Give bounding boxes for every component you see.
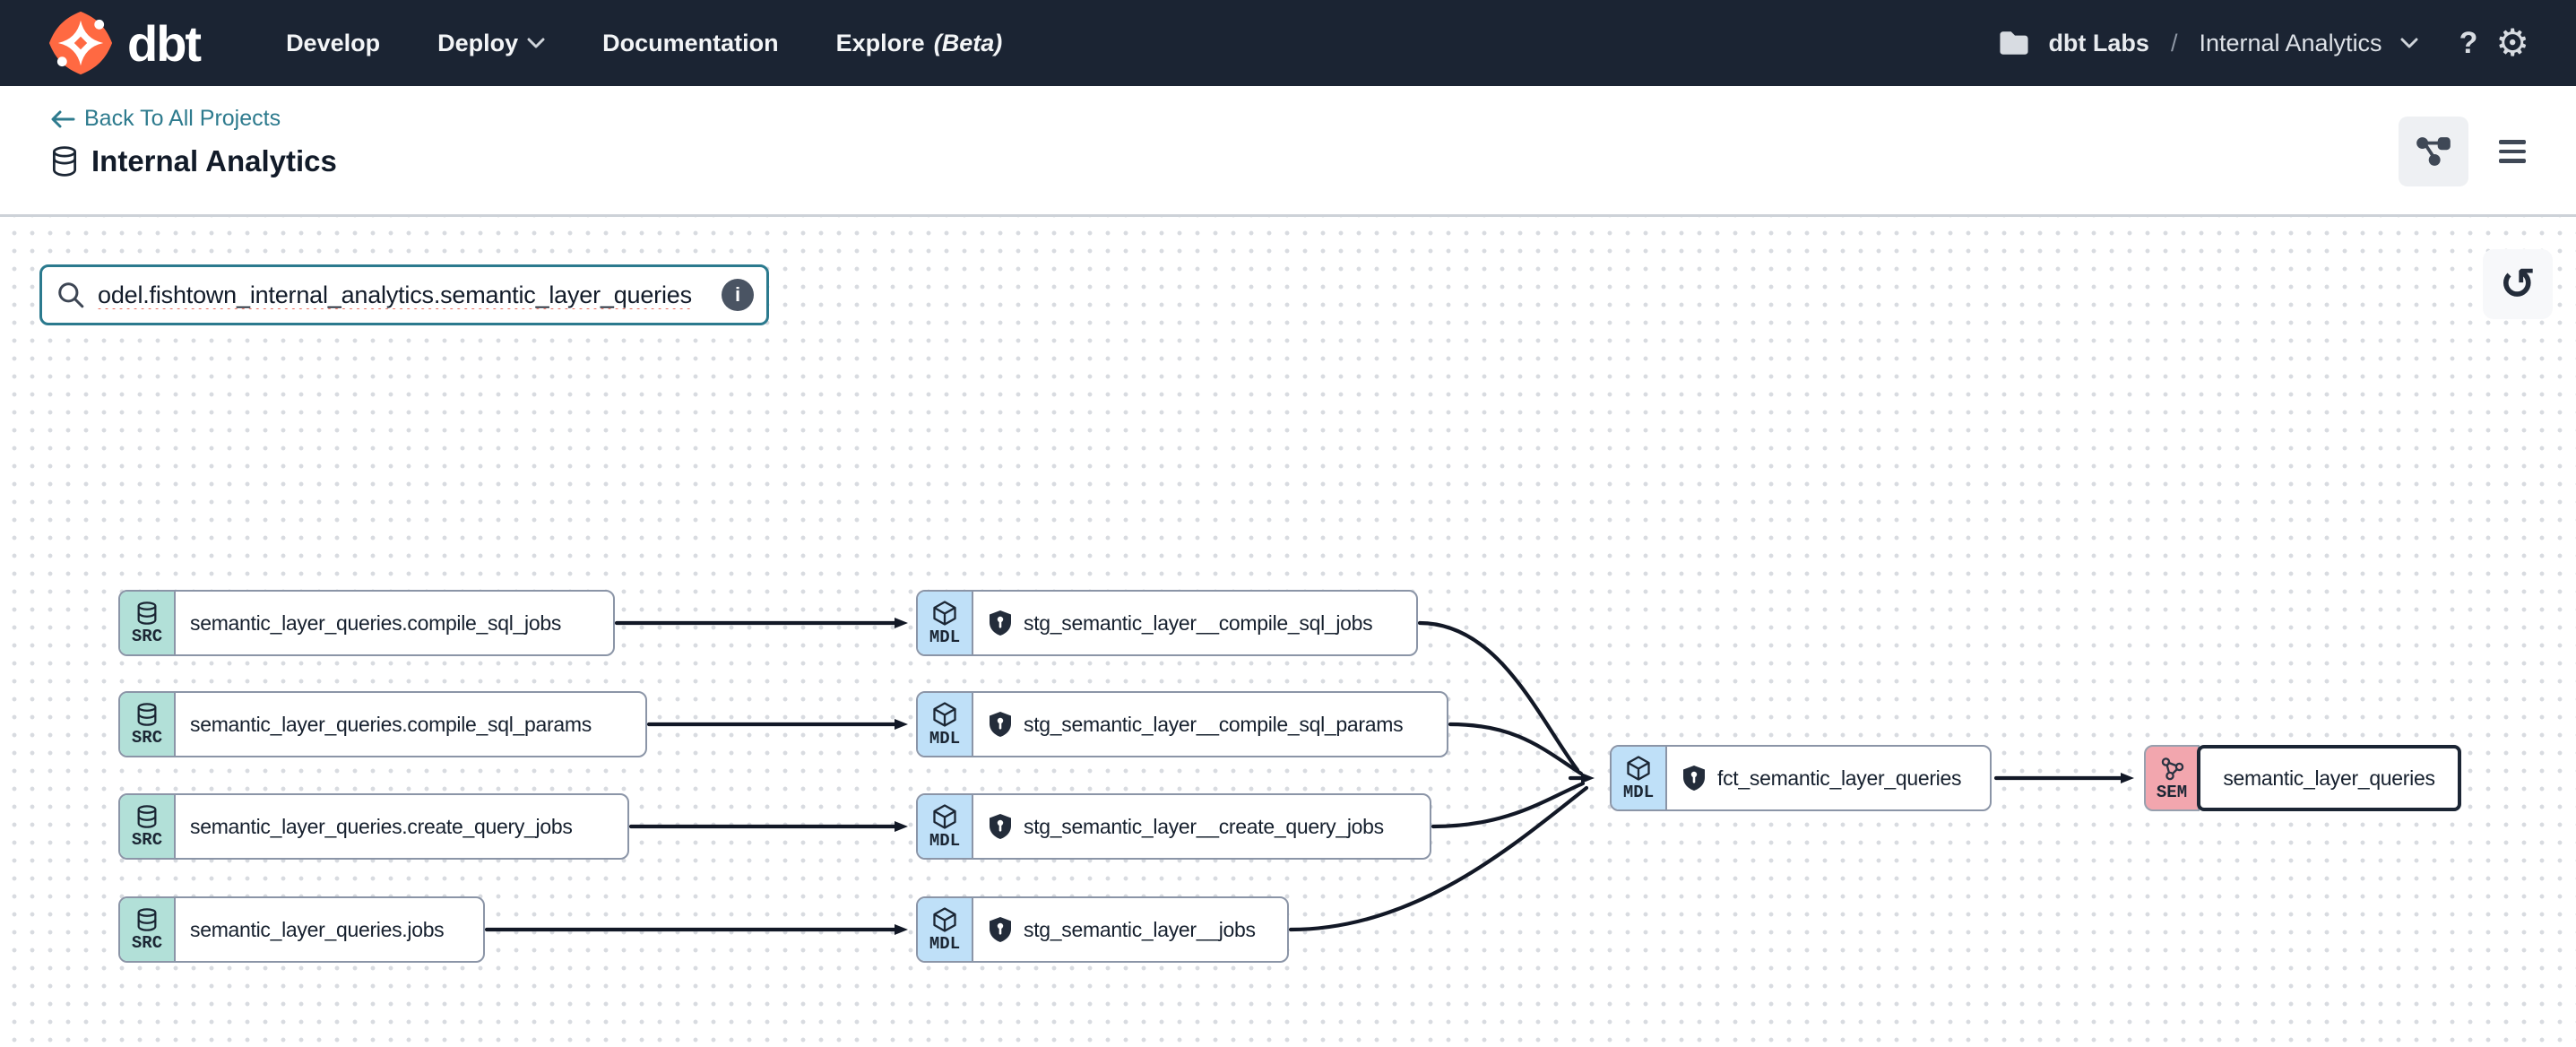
nav-item-documentation[interactable]: Documentation xyxy=(602,29,779,56)
search-icon xyxy=(58,282,84,308)
project-selector[interactable]: Internal Analytics xyxy=(2199,29,2382,56)
top-nav: dbt Develop Deploy Documentation Explore… xyxy=(0,0,2576,86)
shield-icon xyxy=(990,712,1011,737)
help-icon[interactable]: ? xyxy=(2459,25,2478,60)
mdl-badge: MDL xyxy=(918,693,973,756)
src-badge: SRC xyxy=(120,693,176,756)
back-to-projects-link[interactable]: Back To All Projects xyxy=(50,106,281,132)
breadcrumb-separator: / xyxy=(2170,29,2178,56)
reset-view-button[interactable]: ↺ xyxy=(2483,249,2553,319)
project-database-icon xyxy=(52,146,77,177)
gear-icon[interactable]: ⚙ xyxy=(2495,21,2529,65)
brand-wordmark: dbt xyxy=(127,14,202,72)
node-stg-compile-sql-params[interactable]: MDL stg_semantic_layer__compile_sql_para… xyxy=(916,691,1448,757)
chevron-down-icon xyxy=(527,38,545,48)
cube-icon xyxy=(933,803,956,829)
database-icon xyxy=(137,702,157,726)
cube-icon xyxy=(933,906,956,932)
database-icon xyxy=(137,601,157,625)
node-stg-jobs[interactable]: MDL stg_semantic_layer__jobs xyxy=(916,896,1289,963)
node-src-jobs[interactable]: SRC semantic_layer_queries.jobs xyxy=(118,896,485,963)
dbt-logo-icon xyxy=(48,11,113,75)
shield-icon xyxy=(990,814,1011,839)
nav-right: dbt Labs / Internal Analytics ? ⚙ xyxy=(1998,24,2529,62)
lineage-canvas[interactable]: odel.fishtown_internal_analytics.semanti… xyxy=(0,217,2576,1044)
search-input[interactable]: odel.fishtown_internal_analytics.semanti… xyxy=(98,281,692,308)
mdl-badge: MDL xyxy=(918,898,973,961)
nav-menu: Develop Deploy Documentation Explore (Be… xyxy=(286,30,1002,57)
header-actions xyxy=(2399,117,2529,186)
shield-icon xyxy=(990,917,1011,942)
src-badge: SRC xyxy=(120,795,176,858)
src-badge: SRC xyxy=(120,592,176,654)
selected-node-body: semantic_layer_queries xyxy=(2197,745,2461,811)
info-icon[interactable]: i xyxy=(722,279,754,311)
node-stg-create-query-jobs[interactable]: MDL stg_semantic_layer__create_query_job… xyxy=(916,793,1431,860)
nav-item-deploy[interactable]: Deploy xyxy=(437,30,545,57)
database-icon xyxy=(137,907,157,931)
nav-item-develop[interactable]: Develop xyxy=(286,29,381,56)
node-src-compile-sql-params[interactable]: SRC semantic_layer_queries.compile_sql_p… xyxy=(118,691,647,757)
reset-icon: ↺ xyxy=(2499,259,2537,309)
cube-icon xyxy=(933,701,956,727)
menu-icon[interactable] xyxy=(2495,136,2529,167)
shield-icon xyxy=(990,610,1011,636)
lineage-search[interactable]: odel.fishtown_internal_analytics.semanti… xyxy=(39,264,769,325)
mdl-badge: MDL xyxy=(918,795,973,858)
semantic-triangle-icon xyxy=(2161,757,2184,780)
sem-badge: SEM xyxy=(2144,745,2200,811)
cube-icon xyxy=(1627,755,1650,781)
node-src-create-query-jobs[interactable]: SRC semantic_layer_queries.create_query_… xyxy=(118,793,629,860)
src-badge: SRC xyxy=(120,898,176,961)
account-label[interactable]: dbt Labs xyxy=(2048,29,2149,56)
title-row: Internal Analytics xyxy=(50,144,2576,178)
node-semantic-layer-queries[interactable]: SEM semantic_layer_queries xyxy=(2144,745,2461,811)
mdl-badge: MDL xyxy=(918,592,973,654)
arrow-left-icon xyxy=(51,110,75,127)
lineage-view-button[interactable] xyxy=(2399,117,2468,186)
node-stg-compile-sql-jobs[interactable]: MDL stg_semantic_layer__compile_sql_jobs xyxy=(916,590,1418,656)
node-fct-semantic-layer-queries[interactable]: MDL fct_semantic_layer_queries xyxy=(1610,745,1992,811)
mdl-badge: MDL xyxy=(1612,747,1667,809)
folder-icon xyxy=(2000,31,2028,55)
page-title: Internal Analytics xyxy=(91,144,337,177)
page-header: Back To All Projects Internal Analytics xyxy=(0,86,2576,217)
cube-icon xyxy=(933,600,956,626)
database-icon xyxy=(137,804,157,828)
node-src-compile-sql-jobs[interactable]: SRC semantic_layer_queries.compile_sql_j… xyxy=(118,590,615,656)
dbt-logo[interactable]: dbt xyxy=(47,11,202,75)
nav-item-explore[interactable]: Explore (Beta) xyxy=(835,29,1003,56)
beta-badge: (Beta) xyxy=(933,29,1003,56)
lineage-graph-icon xyxy=(2416,137,2451,166)
chevron-down-icon[interactable] xyxy=(2400,38,2418,49)
shield-icon xyxy=(1683,766,1705,791)
